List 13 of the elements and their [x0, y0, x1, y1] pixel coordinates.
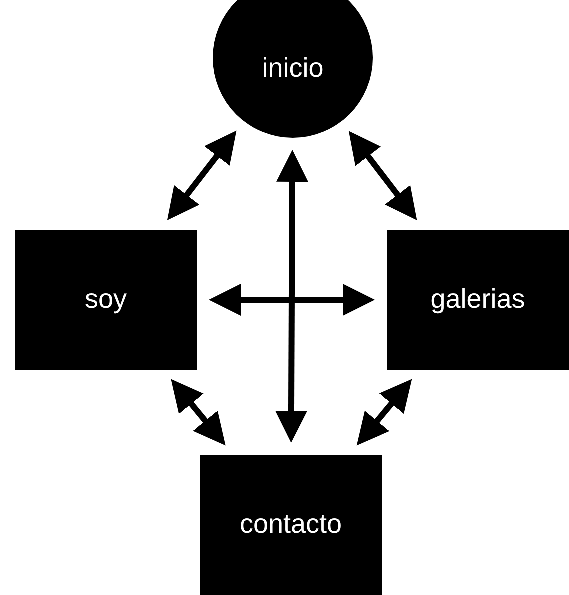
double-arrow [348, 131, 418, 220]
double-arrow [276, 150, 308, 443]
box-node [15, 230, 197, 370]
node-label: inicio [262, 52, 324, 86]
node-label: soy [84, 283, 128, 316]
double-arrow [209, 284, 375, 316]
node-label: contacto [240, 508, 342, 542]
double-arrow [167, 130, 237, 220]
box-node [387, 230, 569, 370]
double-arrow [171, 379, 226, 446]
node-label: galerias [430, 283, 526, 316]
double-arrow [356, 379, 412, 446]
box-node [200, 455, 382, 595]
